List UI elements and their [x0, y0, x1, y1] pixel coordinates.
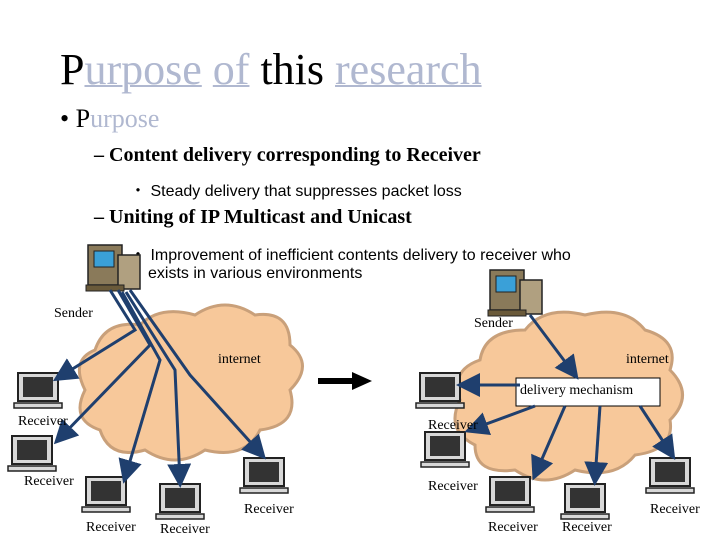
right-receiver-label: Receiver: [650, 502, 700, 517]
left-sender-label: Sender: [54, 306, 93, 321]
right-receiver-label: Receiver: [488, 520, 538, 535]
right-receiver-label: Receiver: [562, 520, 612, 535]
left-receiver-label: Receiver: [18, 414, 68, 429]
detail-improvement-1: ・ Improvement of inefficient contents de…: [130, 247, 571, 264]
right-receiver-label: Receiver: [428, 418, 478, 433]
delivery-mechanism-label: delivery mechanism: [520, 383, 634, 398]
left-receiver-label: Receiver: [24, 474, 74, 489]
left-receiver-label: Receiver: [160, 522, 210, 537]
detail-improvement-2: exists in various environments: [148, 265, 363, 282]
detail-steady-delivery: ・ Steady delivery that suppresses packet…: [130, 183, 462, 200]
bullet-purpose: • Purpose: [60, 104, 160, 133]
transition-arrow: [318, 372, 372, 390]
left-receiver-label: Receiver: [86, 520, 136, 535]
sub-point-uniting: – Uniting of IP Multicast and Unicast: [94, 206, 412, 228]
right-sender-label: Sender: [474, 316, 513, 331]
left-internet-cloud: [77, 303, 304, 462]
left-receiver-label: Receiver: [244, 502, 294, 517]
left-internet-label: internet: [218, 352, 261, 367]
sub-point-content-delivery: – Content delivery corresponding to Rece…: [94, 144, 481, 166]
right-receiver-label: Receiver: [428, 479, 478, 494]
slide-title: Purpose of this research: [60, 45, 482, 94]
right-internet-label: internet: [626, 352, 669, 367]
